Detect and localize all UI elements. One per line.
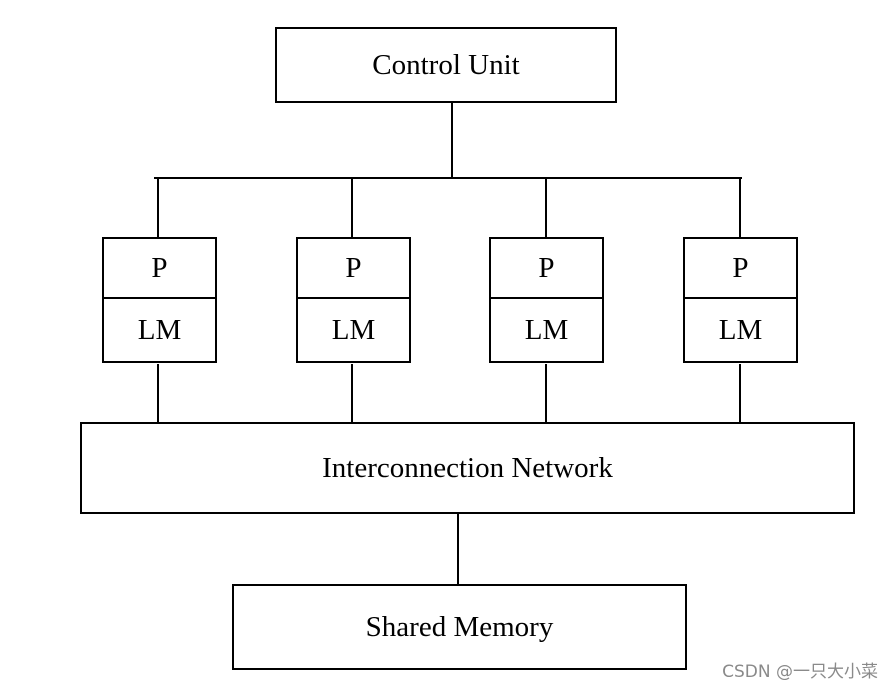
processor-label: P [151, 251, 168, 284]
processing-element: P LM [683, 237, 798, 363]
processor-label: P [732, 251, 749, 284]
local-memory-label: LM [137, 313, 182, 346]
interconnection-network-box: Interconnection Network [80, 422, 855, 514]
processing-element: P LM [296, 237, 411, 363]
local-memory-label: LM [331, 313, 376, 346]
local-memory-label: LM [718, 313, 763, 346]
processor-label: P [538, 251, 555, 284]
shared-memory-box: Shared Memory [232, 584, 687, 670]
local-memory-cell: LM [298, 299, 409, 361]
interconnection-network-label: Interconnection Network [322, 451, 613, 484]
processor-cell: P [491, 239, 602, 299]
control-unit-label: Control Unit [372, 48, 520, 81]
watermark: CSDN @一只大小菜 [722, 662, 878, 682]
processor-cell: P [685, 239, 796, 299]
local-memory-cell: LM [685, 299, 796, 361]
processing-element: P LM [489, 237, 604, 363]
processor-cell: P [298, 239, 409, 299]
processor-label: P [345, 251, 362, 284]
processor-cell: P [104, 239, 215, 299]
processing-element: P LM [102, 237, 217, 363]
shared-memory-label: Shared Memory [365, 610, 554, 643]
control-unit-box: Control Unit [275, 27, 617, 103]
local-memory-label: LM [524, 313, 569, 346]
local-memory-cell: LM [491, 299, 602, 361]
local-memory-cell: LM [104, 299, 215, 361]
